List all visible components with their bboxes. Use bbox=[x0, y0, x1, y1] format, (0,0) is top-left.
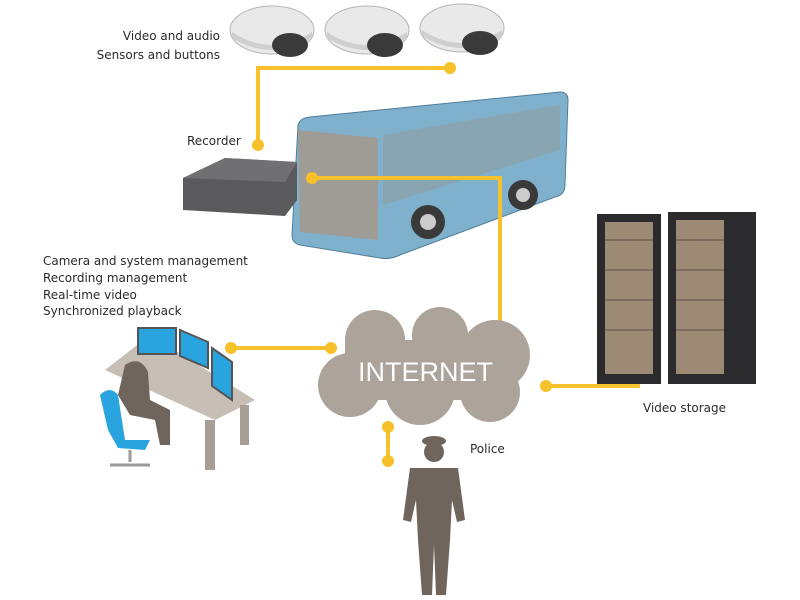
camera-recorder-link bbox=[256, 66, 450, 145]
bus-internet-link bbox=[312, 176, 502, 327]
operator-feature: Recording management bbox=[43, 271, 188, 285]
dome-camera bbox=[229, 5, 315, 57]
cameras-label-line2: Sensors and buttons bbox=[96, 48, 220, 62]
dome-camera bbox=[324, 5, 410, 57]
operator-feature: Real-time video bbox=[43, 288, 137, 302]
recorder-device bbox=[183, 158, 297, 216]
police-label: Police bbox=[470, 442, 505, 456]
cameras-label-line1: Video and audio bbox=[122, 29, 220, 43]
server-racks bbox=[597, 212, 756, 384]
storage-label: Video storage bbox=[643, 401, 727, 415]
operator-feature: Camera and system management bbox=[43, 254, 248, 268]
dome-camera bbox=[419, 3, 505, 55]
internet-cloud bbox=[318, 307, 530, 425]
bus bbox=[291, 91, 569, 260]
connectors bbox=[231, 66, 640, 461]
operator-workstation bbox=[100, 327, 255, 470]
operator-feature: Synchronized playback bbox=[43, 304, 182, 318]
recorder-label: Recorder bbox=[187, 134, 241, 148]
connector-dots bbox=[225, 62, 552, 467]
internet-label: INTERNET bbox=[358, 357, 493, 387]
police-officer bbox=[403, 436, 465, 595]
